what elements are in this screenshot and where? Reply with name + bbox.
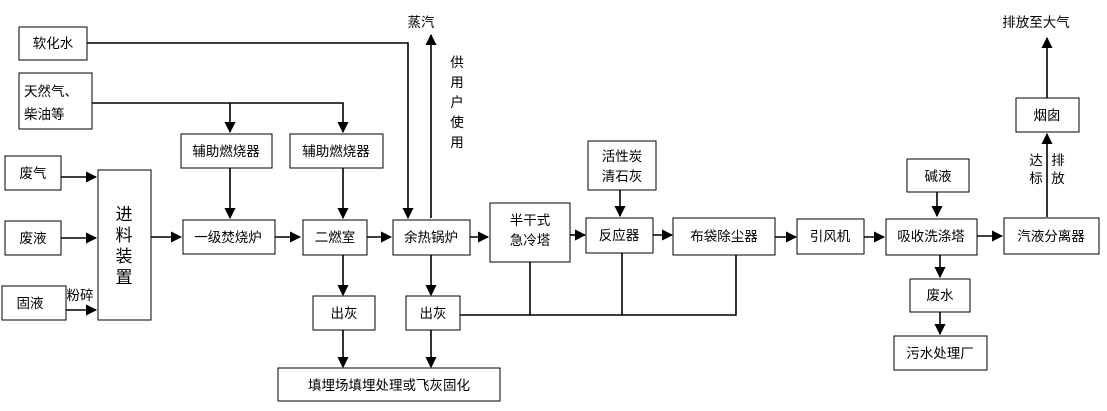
chimney-label: 烟囱 bbox=[1034, 108, 1061, 124]
alkali-box bbox=[906, 158, 970, 193]
wastewater-box bbox=[909, 278, 971, 313]
aux-burner-1-label: 辅助燃烧器 bbox=[192, 143, 260, 160]
meet-standard-char-1: 达 bbox=[1029, 153, 1043, 169]
fan-box bbox=[796, 218, 865, 255]
reactor-box bbox=[585, 217, 654, 254]
connectors bbox=[61, 33, 1053, 369]
feeder-char-2: 料 bbox=[116, 226, 133, 246]
fuel-label-line1: 天然气、 bbox=[24, 83, 78, 100]
waste-heat-boiler-label: 余热锅炉 bbox=[404, 229, 458, 246]
node-boxes bbox=[1, 26, 1100, 402]
feeder-char-3: 装 bbox=[116, 247, 133, 267]
solid-liquid-label: 固液 bbox=[17, 296, 44, 312]
carbon-box bbox=[587, 140, 657, 191]
waste-liquid-box bbox=[4, 220, 62, 256]
ash-return-line bbox=[460, 255, 737, 316]
separator-label: 汽液分离器 bbox=[1017, 228, 1085, 245]
quench-label-line1: 半干式 bbox=[510, 213, 551, 229]
carbon-label-line2: 清石灰 bbox=[602, 169, 643, 185]
arrow-fuel-to-burner-2 bbox=[92, 102, 349, 134]
scrubber-label: 吸收洗涤塔 bbox=[897, 229, 965, 245]
baghouse-label: 布袋除尘器 bbox=[690, 229, 758, 245]
fan-label: 引风机 bbox=[810, 229, 851, 245]
landfill-label: 填埋场填埋处理或飞灰固化 bbox=[308, 378, 470, 394]
fuel-label-line2: 柴油等 bbox=[24, 106, 65, 123]
meet-standard-char-2: 标 bbox=[1029, 171, 1043, 187]
crush-label: 粉碎 bbox=[67, 288, 94, 304]
waste-gas-box bbox=[4, 155, 62, 191]
aux-burner-2-label: 辅助燃烧器 bbox=[302, 143, 370, 160]
primary-incinerator-label: 一级焚烧炉 bbox=[194, 230, 262, 246]
soft-water-label: 软化水 bbox=[33, 36, 74, 52]
emission-label: 排放至大气 bbox=[1002, 15, 1070, 31]
reactor-label: 反应器 bbox=[599, 227, 640, 244]
node-labels: 软化水 天然气、 柴油等 废气 废液 固液 粉碎 进 料 装 置 辅助燃烧器 辅… bbox=[17, 15, 1086, 394]
feeder-char-1: 进 bbox=[116, 205, 133, 225]
carbon-label-line1: 活性炭 bbox=[602, 149, 643, 165]
scrubber-box bbox=[885, 218, 978, 256]
landfill-box bbox=[277, 367, 501, 402]
primary-incinerator-box bbox=[182, 219, 276, 255]
secondary-chamber-label: 二燃室 bbox=[315, 229, 356, 246]
sewage-plant-label: 污水处理厂 bbox=[906, 346, 974, 362]
aux-burner-1-box bbox=[180, 133, 273, 169]
chimney-box bbox=[1015, 97, 1080, 133]
solid-liquid-box bbox=[1, 285, 67, 321]
secondary-chamber-box bbox=[302, 219, 368, 256]
quench-label-line2: 急冷塔 bbox=[510, 233, 551, 249]
feeder-char-4: 置 bbox=[116, 268, 133, 288]
soft-water-box bbox=[18, 26, 88, 61]
alkali-label: 碱液 bbox=[925, 169, 953, 185]
wastewater-label: 废水 bbox=[927, 288, 955, 304]
user-supply-char-3: 户 bbox=[450, 94, 464, 111]
user-supply-char-5: 用 bbox=[450, 135, 464, 151]
ash-2-label: 出灰 bbox=[420, 306, 447, 322]
ash-1-box bbox=[312, 295, 376, 331]
feeder-box bbox=[97, 169, 152, 321]
quench-tower-box bbox=[489, 202, 571, 263]
sewage-plant-box bbox=[893, 335, 988, 371]
baghouse-box bbox=[672, 217, 776, 256]
separator-box bbox=[1003, 217, 1100, 255]
user-supply-char-2: 用 bbox=[450, 75, 464, 91]
discharge-char-2: 放 bbox=[1051, 171, 1065, 187]
user-supply-char-1: 供 bbox=[450, 55, 464, 71]
discharge-char-1: 排 bbox=[1051, 153, 1065, 169]
waste-heat-boiler-box bbox=[392, 219, 471, 256]
aux-burner-2-box bbox=[289, 133, 384, 169]
ash-1-label: 出灰 bbox=[331, 306, 358, 322]
waste-gas-label: 废气 bbox=[20, 166, 47, 182]
user-supply-char-4: 使 bbox=[450, 114, 464, 131]
ash-2-box bbox=[405, 295, 461, 331]
waste-liquid-label: 废液 bbox=[20, 231, 47, 247]
arrow-soft-water-to-boiler bbox=[87, 42, 414, 220]
steam-label: 蒸汽 bbox=[408, 15, 435, 31]
fuel-box bbox=[18, 72, 93, 130]
